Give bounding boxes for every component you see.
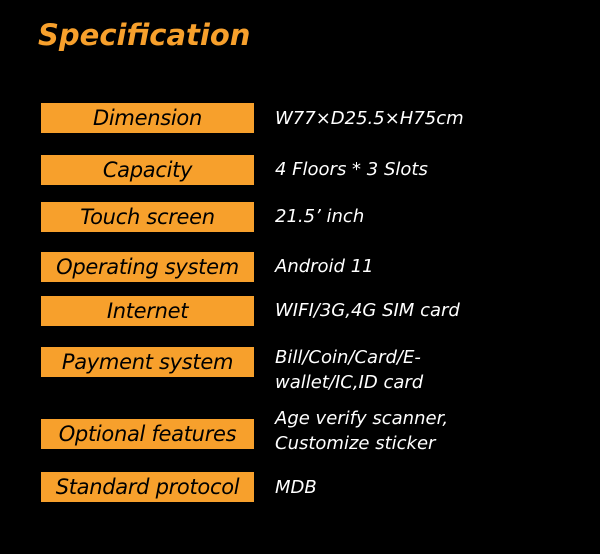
spec-label: Dimension [93, 106, 202, 130]
spec-label: Optional features [58, 422, 237, 446]
page-title: Specification [38, 18, 251, 52]
spec-value-line: 21.5’ inch [275, 206, 365, 227]
spec-label-box: Dimension [41, 103, 254, 133]
spec-value: MDB [275, 475, 595, 500]
spec-value-line: Bill/Coin/Card/E- [275, 347, 421, 368]
spec-label-box: Standard protocol [41, 472, 254, 502]
spec-value-line: WIFI/3G,4G SIM card [275, 300, 460, 321]
spec-value-line: wallet/IC,ID card [275, 372, 424, 393]
spec-label-box: Optional features [41, 419, 254, 449]
spec-value-line: MDB [275, 477, 317, 498]
spec-label: Internet [106, 299, 189, 323]
spec-value-line: 4 Floors * 3 Slots [275, 159, 428, 180]
spec-label: Standard protocol [55, 475, 240, 499]
spec-value: WIFI/3G,4G SIM card [275, 298, 595, 323]
spec-value: 4 Floors * 3 Slots [275, 157, 595, 182]
spec-value-line: Android 11 [275, 256, 374, 277]
spec-value-line: Age verify scanner, [275, 408, 449, 429]
spec-label: Operating system [56, 255, 239, 279]
spec-label: Touch screen [80, 205, 215, 229]
spec-label: Payment system [61, 350, 234, 374]
spec-label-box: Capacity [41, 155, 254, 185]
spec-label: Capacity [102, 158, 193, 182]
spec-value: W77×D25.5×H75cm [275, 106, 595, 131]
spec-label-box: Operating system [41, 252, 254, 282]
spec-value: Android 11 [275, 254, 595, 279]
spec-value: Bill/Coin/Card/E- wallet/IC,ID card [275, 345, 595, 395]
spec-label-box: Internet [41, 296, 254, 326]
spec-value-line: W77×D25.5×H75cm [275, 108, 464, 129]
spec-label-box: Touch screen [41, 202, 254, 232]
spec-value-line: Customize sticker [275, 433, 436, 454]
spec-value: Age verify scanner, Customize sticker [275, 406, 595, 456]
spec-value: 21.5’ inch [275, 204, 595, 229]
spec-label-box: Payment system [41, 347, 254, 377]
